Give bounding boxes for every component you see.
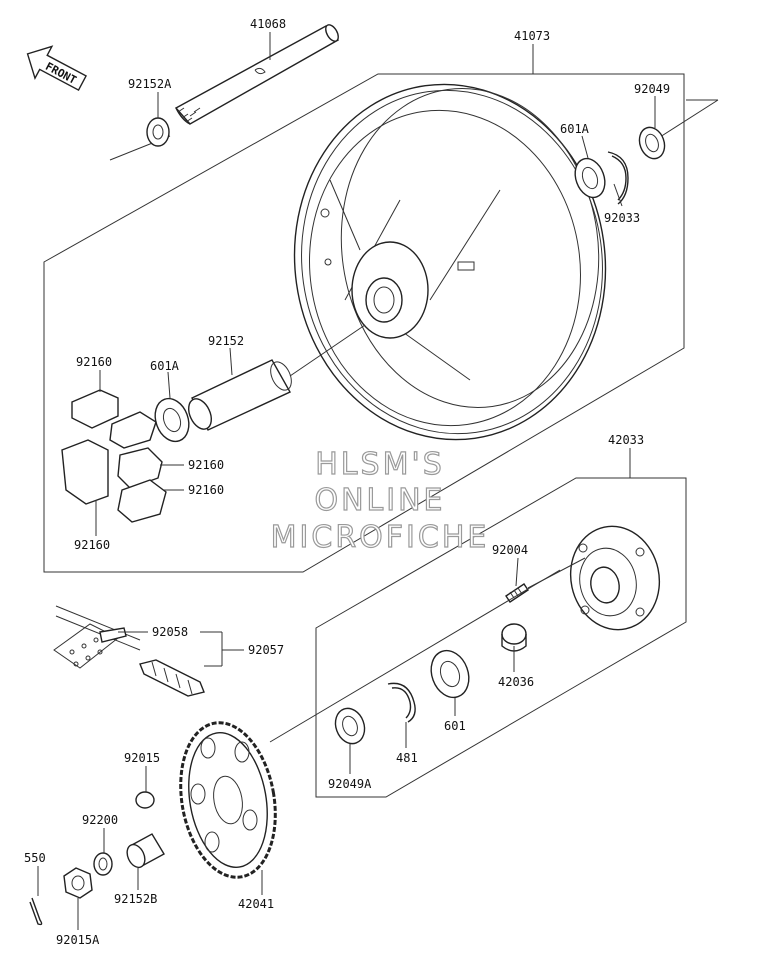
label-92200: 92200 [82,813,118,827]
watermark: HLSM'S ONLINE MICROFICHE [270,446,490,555]
label-92152: 92152 [208,334,244,348]
label-92160-c: 92160 [188,483,224,497]
label-92015: 92015 [124,751,160,765]
label-481: 481 [396,751,418,765]
oil-seal-coupling-part [334,707,366,745]
label-92152b: 92152B [114,892,157,906]
bearing-coupling-part [430,649,470,699]
stud-part [505,583,529,603]
label-92004: 92004 [492,543,528,557]
coupling-assembly-box [315,477,687,798]
damper-part [61,389,167,523]
label-550: 550 [24,851,46,865]
label-92058: 92058 [152,625,188,639]
label-92160-a: 92160 [76,355,112,369]
watermark-line-3: MICROFICHE [271,520,490,555]
bearing-right-part [574,157,606,199]
label-601a-right: 601A [560,122,590,136]
part-labels: 41068 41073 92152A 92049 601A 92033 9216… [24,17,670,947]
front-arrow-icon: FRONT [26,45,87,92]
label-41073: 41073 [514,29,550,43]
collar-b-part [126,833,165,869]
axle-nut-part [63,867,93,899]
inner-collar-part [187,359,292,431]
coupling-part [569,525,661,631]
label-41068: 41068 [250,17,286,31]
axle-part [174,24,340,125]
sprocket-nut-part [135,791,155,809]
label-601a-left: 601A [150,359,180,373]
leader-lines [37,32,656,930]
label-42041: 42041 [238,897,274,911]
oil-seal-right-part [638,126,666,160]
collar-part [146,117,170,147]
watermark-line-2: ONLINE [314,483,445,518]
label-42036: 42036 [498,675,534,689]
label-92049: 92049 [634,82,670,96]
circlip-right-part [607,151,629,205]
label-92057: 92057 [248,643,284,657]
label-92152a: 92152A [128,77,172,91]
label-92160-d: 92160 [74,538,110,552]
label-92049a: 92049A [328,777,372,791]
label-92160-b: 92160 [188,458,224,472]
watermark-line-1: HLSM'S [315,447,445,482]
label-42033: 42033 [608,433,644,447]
circlip-coupling-part [387,682,416,723]
bearing-left-part [154,397,190,443]
cotter-pin-part [29,897,43,926]
washer-part [93,852,113,876]
label-92033: 92033 [604,211,640,225]
label-601: 601 [444,719,466,733]
chain-part [53,605,205,697]
wheel-assembly-box [43,73,685,573]
label-92015a: 92015A [56,933,100,947]
sprocket-part [179,721,277,879]
rear-wheel-part [293,83,607,441]
